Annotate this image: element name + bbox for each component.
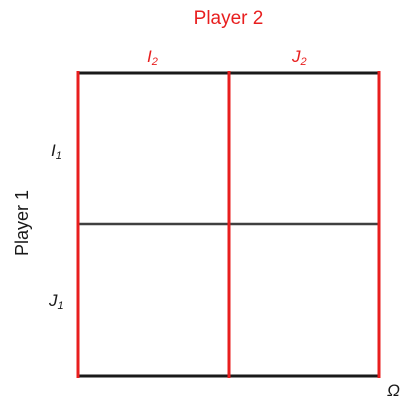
strategy-letter: J	[49, 291, 58, 310]
strategy-letter: J	[292, 47, 301, 66]
player-1-strategy-j-label: J1	[49, 292, 64, 312]
strategy-subscript: 1	[55, 150, 62, 162]
player-1-label: Player 1	[12, 189, 32, 257]
strategy-letter: I	[147, 47, 152, 66]
player-2-label: Player 2	[193, 8, 264, 29]
strategy-subscript: 2	[151, 56, 158, 68]
strategy-subscript: 2	[300, 56, 307, 68]
player-2-strategy-i-label: I2	[147, 48, 158, 68]
strategy-letter: I	[51, 141, 56, 160]
player-2-strategy-j-label: J2	[292, 48, 307, 68]
strategy-subscript: 1	[57, 300, 64, 312]
player-1-strategy-i-label: I1	[51, 142, 62, 162]
omega-label: Ω	[387, 381, 400, 400]
